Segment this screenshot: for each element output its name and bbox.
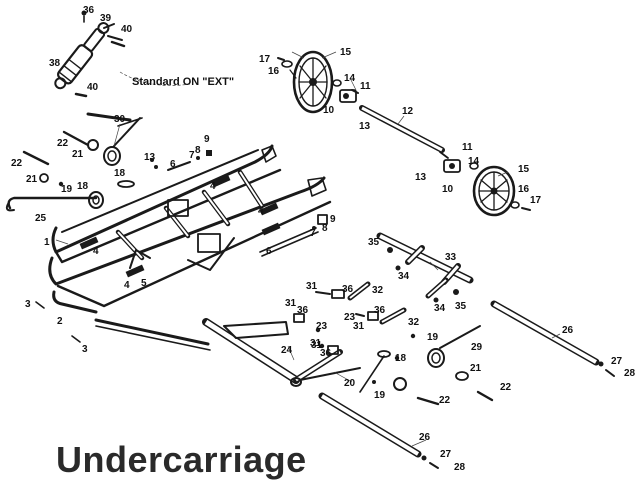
shock-absorber [54,10,191,98]
callout-28: 28 [624,368,636,379]
rear-axle-lower [318,392,439,469]
callout-14: 14 [468,156,480,167]
callout-16: 16 [518,184,530,195]
leader-lines [55,51,561,447]
callout-19: 19 [427,332,439,343]
callout-12: 12 [402,106,414,117]
callout-8: 8 [322,223,328,234]
callout-24: 24 [281,345,293,356]
callout-16: 16 [268,66,280,77]
callout-19: 19 [61,184,73,195]
callout-13: 13 [144,152,156,163]
callout-35: 35 [368,237,380,248]
idler-axle [359,105,445,153]
callout-11: 11 [360,81,371,92]
callout-1: 1 [44,237,50,248]
idler-wheel-lower [439,151,531,217]
callout-31: 31 [353,321,365,332]
callout-17: 17 [530,195,542,206]
diagram-title: Undercarriage [56,439,307,480]
callout-14: 14 [344,73,356,84]
callout-13: 13 [415,172,427,183]
callout-36: 36 [374,305,386,316]
callout-40: 40 [87,82,99,93]
callout-31: 31 [311,340,323,351]
rear-axle-upper [490,300,615,377]
callout-39: 39 [100,13,112,24]
callout-36: 36 [342,284,354,295]
callout-10: 10 [442,184,454,195]
callout-18: 18 [77,181,89,192]
callout-6: 6 [266,246,272,257]
front-spring-assembly [5,112,143,212]
callout-3: 3 [82,344,88,355]
callout-18: 18 [395,353,407,364]
callout-26: 26 [562,325,574,336]
callout-19: 19 [374,390,386,401]
callout-40: 40 [121,24,133,35]
callout-11: 11 [462,142,473,153]
callout-31: 31 [310,338,322,349]
callout-labels: 36 39 40 38 40 17 16 15 14 11 10 12 13 3… [11,5,636,473]
front-arm-assembly [202,281,494,406]
callout-13: 13 [359,121,371,132]
callout-6: 6 [170,159,176,170]
callout-8: 8 [195,145,201,156]
callout-21: 21 [72,149,84,160]
slide-rail-frame [48,144,332,308]
callout-20: 20 [344,378,356,389]
callout-32: 32 [408,317,420,328]
callout-17: 17 [259,54,271,65]
callout-4: 4 [210,181,216,192]
callout-23: 23 [316,321,328,332]
rear-arm-assembly [376,232,474,303]
callout-15: 15 [518,164,530,175]
callout-10: 10 [323,105,335,116]
callout-9: 9 [204,134,210,145]
callout-34: 34 [434,303,446,314]
idler-wheel-upper [277,50,359,114]
slide-runner [35,290,211,351]
callout-23: 23 [344,312,356,323]
callout-21: 21 [470,363,482,374]
callout-32: 32 [372,285,384,296]
callout-4: 4 [258,206,264,217]
callout-31: 31 [285,298,297,309]
callout-30: 30 [114,114,126,125]
callout-29: 29 [471,342,483,353]
callout-2: 2 [57,316,63,327]
callout-36: 36 [83,5,95,16]
callout-34: 34 [398,271,410,282]
callout-18: 18 [114,168,126,179]
callout-22: 22 [500,382,512,393]
callout-21: 21 [26,174,38,185]
callout-25: 25 [35,213,47,224]
callout-36: 36 [297,305,309,316]
callout-3: 3 [25,299,31,310]
callout-31: 31 [306,281,318,292]
callout-36: 36 [320,348,332,359]
callout-7: 7 [310,228,316,239]
callout-9: 9 [330,214,336,225]
callout-5: 5 [141,278,147,289]
callout-22: 22 [439,395,451,406]
callout-38: 38 [49,58,61,69]
shock-standard-note: Standard ON "EXT" [132,76,234,88]
callout-35: 35 [455,301,467,312]
callout-28: 28 [454,462,466,473]
callout-4: 4 [124,280,130,291]
callout-15: 15 [340,47,352,58]
callout-27: 27 [440,449,452,460]
callout-27: 27 [611,356,623,367]
callout-22: 22 [11,158,23,169]
callout-26: 26 [419,432,431,443]
callout-4: 4 [93,246,99,257]
callout-22: 22 [57,138,69,149]
callout-33: 33 [445,252,457,263]
callout-7: 7 [189,150,195,161]
